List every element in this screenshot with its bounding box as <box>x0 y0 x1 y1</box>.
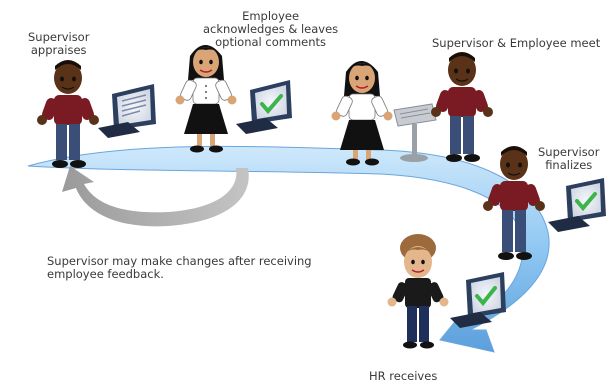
supervisor-figure-appraise <box>37 60 99 168</box>
monitor-appraise <box>98 84 156 138</box>
monitor-hr <box>450 272 506 328</box>
step-acknowledge-line3: optional comments <box>215 35 327 49</box>
monitor-finalize <box>548 178 606 232</box>
supervisor-figure-finalize <box>483 146 545 260</box>
feedback-note-line2: employee feedback. <box>47 267 164 281</box>
step-finalize-line2: finalizes <box>545 158 593 172</box>
lectern-stand <box>393 103 437 162</box>
step-finalize-line1: Supervisor <box>538 145 600 159</box>
step-acknowledge-line2: acknowledges & leaves <box>203 22 339 36</box>
feedback-note-line1: Supervisor may make changes after receiv… <box>47 254 312 268</box>
hr-figure <box>387 234 449 349</box>
step-label-employee-acknowledges: Employee acknowledges & leaves optional … <box>203 10 338 49</box>
employee-figure-acknowledge <box>175 45 237 153</box>
employee-figure-meet <box>331 61 393 166</box>
return-arrow <box>62 166 249 227</box>
monitor-acknowledge <box>236 80 292 134</box>
step-label-supervisor-finalizes: Supervisor finalizes <box>538 146 599 172</box>
step-label-hr-receives: HR receives <box>369 369 438 383</box>
step-appraise-line2: appraises <box>30 43 87 57</box>
step-label-meet: Supervisor & Employee meet <box>432 36 601 50</box>
step-acknowledge-line1: Employee <box>242 9 300 23</box>
feedback-note: Supervisor may make changes after receiv… <box>47 255 312 281</box>
supervisor-figure-meet <box>431 52 493 162</box>
step-label-supervisor-appraises: Supervisor appraises <box>28 31 89 57</box>
step-appraise-line1: Supervisor <box>28 30 90 44</box>
